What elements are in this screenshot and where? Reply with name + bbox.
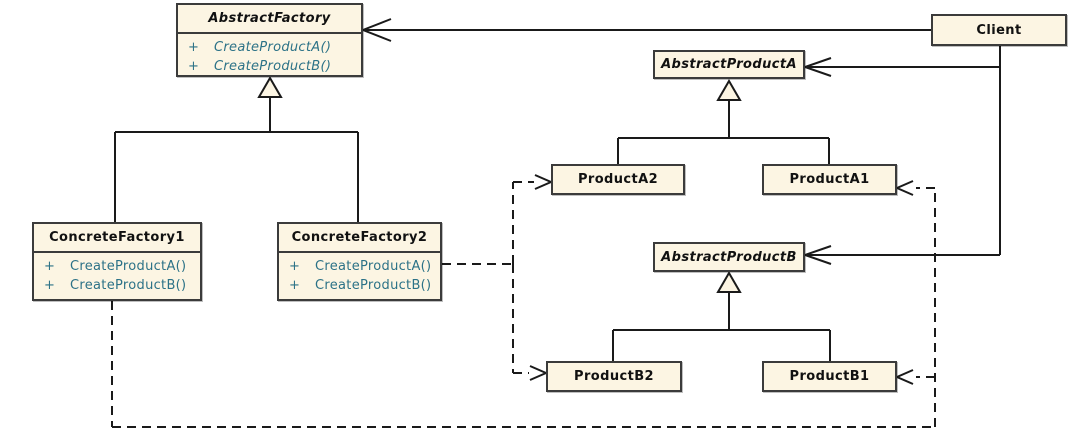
generalization-lines [612, 292, 831, 361]
dependency-concretefactory1-products [111, 180, 936, 428]
visibility: + [44, 259, 56, 274]
generalization-products-a [617, 79, 830, 164]
dependency-concretefactory2-products [442, 174, 554, 381]
class-name: AbstractProductA [661, 57, 797, 72]
methods-compartment: + CreateProductA() + CreateProductB() [178, 34, 361, 76]
visibility: + [188, 40, 200, 55]
method: + CreateProductA() [44, 257, 194, 276]
method-signature: CreateProductB() [214, 59, 332, 74]
inheritance-triangle-icon [257, 76, 283, 98]
dependency-lines [442, 181, 534, 374]
class-name: AbstractFactory [178, 5, 361, 34]
class-name: ProductA2 [577, 172, 659, 187]
method: + CreateProductB() [44, 276, 194, 295]
class-name: ProductB1 [789, 369, 870, 384]
dependency-lines [111, 187, 936, 428]
assoc-client-abstractproducta [801, 57, 1000, 77]
class-productb1: ProductB1 [762, 361, 897, 392]
class-name: ConcreteFactory2 [279, 224, 440, 253]
open-arrowhead-icon [801, 245, 832, 265]
class-name: ProductA1 [789, 172, 870, 187]
class-productb2: ProductB2 [546, 361, 682, 392]
assoc-client-abstractproductb [801, 245, 1000, 265]
method: + CreateProductB() [289, 276, 434, 295]
method-signature: CreateProductB() [315, 278, 432, 293]
visibility: + [188, 59, 200, 74]
class-abstractproducta: AbstractProductA [653, 50, 805, 79]
class-name: AbstractProductB [661, 249, 797, 265]
method: + CreateProductA() [188, 38, 355, 57]
method-signature: CreateProductB() [70, 278, 187, 293]
generalization-lines [114, 97, 359, 222]
inheritance-triangle-icon [716, 271, 742, 293]
visibility: + [289, 278, 301, 293]
open-arrowhead-icon [801, 57, 832, 77]
class-name: ProductB2 [574, 369, 654, 384]
methods-compartment: + CreateProductA() + CreateProductB() [34, 253, 200, 295]
inheritance-triangle-icon [716, 79, 742, 101]
method-signature: CreateProductA() [315, 259, 432, 274]
visibility: + [289, 259, 301, 274]
open-arrowhead-icon [360, 18, 392, 42]
open-arrowhead-icon [529, 365, 549, 381]
generalization-lines [617, 100, 830, 164]
class-abstractproductb: AbstractProductB [653, 242, 805, 272]
class-name: ConcreteFactory1 [34, 224, 200, 253]
class-producta1: ProductA1 [762, 164, 897, 195]
method: + CreateProductB() [188, 57, 355, 76]
class-concretefactory1: ConcreteFactory1 + CreateProductA() + Cr… [32, 222, 202, 301]
open-arrowhead-icon [894, 180, 914, 196]
class-name: Client [976, 22, 1022, 38]
method: + CreateProductA() [289, 257, 434, 276]
methods-compartment: + CreateProductA() + CreateProductB() [279, 253, 440, 295]
generalization-products-b [612, 271, 831, 361]
class-concretefactory2: ConcreteFactory2 + CreateProductA() + Cr… [277, 222, 442, 301]
generalization-concretefactories [114, 76, 359, 222]
method-signature: CreateProductA() [214, 40, 332, 55]
method-signature: CreateProductA() [70, 259, 187, 274]
open-arrowhead-icon [894, 369, 914, 385]
class-producta2: ProductA2 [551, 164, 685, 195]
class-abstractfactory: AbstractFactory + CreateProductA() + Cre… [176, 3, 363, 77]
visibility: + [44, 278, 56, 293]
open-arrowhead-icon [534, 174, 554, 190]
assoc-client-abstractfactory [360, 18, 931, 42]
class-client: Client [931, 14, 1067, 46]
